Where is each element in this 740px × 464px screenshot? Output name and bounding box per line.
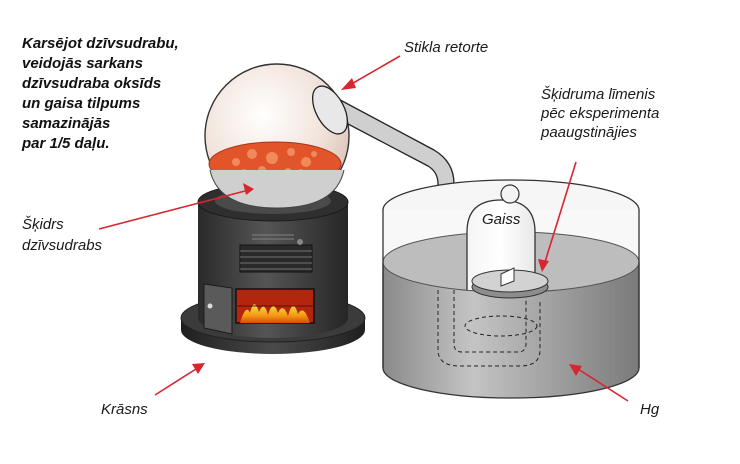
annotation-arrows	[98, 55, 629, 402]
level-label-line-1: Šķidruma līmenis	[541, 86, 656, 103]
level-marker	[500, 267, 515, 287]
mercury-label: Hg	[640, 401, 660, 418]
retort-label: Stikla retorte	[404, 39, 488, 56]
level-label-line-2: pēc eksperimenta	[540, 105, 659, 122]
retort-neck-fill	[303, 86, 455, 299]
retort-neck-edge-bottom	[309, 103, 439, 292]
level-label-line-3: paaugstinājies	[540, 124, 637, 141]
dome-body	[466, 199, 536, 290]
retort-neck-opening	[311, 85, 349, 135]
level-arrow	[544, 161, 577, 263]
furnace	[180, 182, 366, 354]
caption-line-2: veidojās sarkans	[22, 55, 143, 72]
air-label: Gaiss	[482, 211, 521, 228]
caption-line-5: samazinājās	[22, 115, 110, 132]
door-handle	[207, 303, 213, 309]
mercury-arrow	[577, 368, 629, 402]
bell-dome	[466, 184, 549, 299]
dome-knob	[500, 184, 520, 204]
submerged-tube	[437, 290, 541, 367]
caption: Karsējot dzīvsudrabu, veidojās sarkans d…	[21, 35, 179, 152]
caption-line-3: dzīvsudraba oksīds	[22, 75, 161, 92]
furnace-vent	[239, 234, 313, 273]
furnace-arrow	[154, 368, 197, 396]
liquid-mercury-label-line-1: Šķidrs	[22, 216, 64, 233]
caption-line-6: par 1/5 daļu.	[21, 135, 110, 152]
fire-window	[235, 288, 315, 324]
liquid-mercury-label-line-2: dzīvsudrabs	[22, 237, 103, 254]
caption-line-1: Karsējot dzīvsudrabu,	[22, 35, 179, 52]
fire-flames	[240, 304, 310, 323]
liquid-mercury-arrow	[98, 190, 246, 230]
retort-bowl	[209, 169, 345, 209]
furnace-door	[203, 283, 233, 335]
caption-line-4: un gaisa tilpums	[22, 95, 140, 112]
retort-arrow	[347, 55, 401, 87]
furnace-label: Krāsns	[101, 401, 148, 418]
retort	[204, 63, 455, 299]
